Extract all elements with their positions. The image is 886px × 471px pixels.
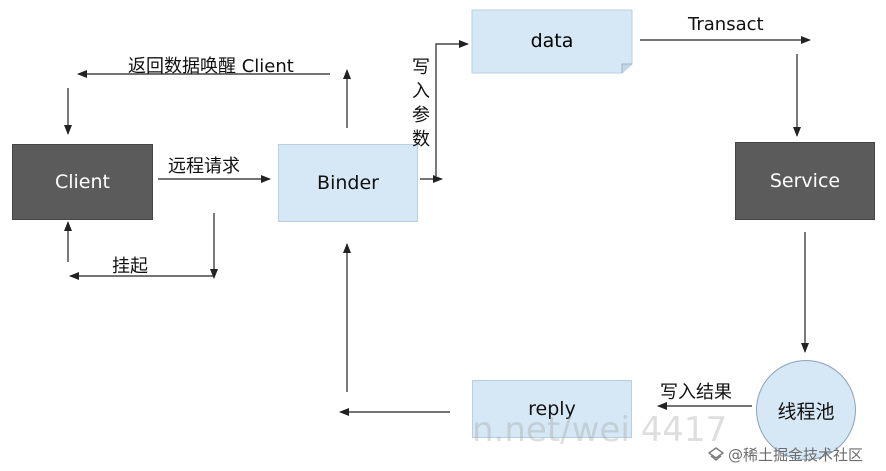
label-return-wake: 返回数据唤醒 Client — [128, 56, 294, 77]
thread-pool-node: 线程池 — [756, 360, 856, 460]
service-label: Service — [769, 170, 841, 192]
juejin-logo-icon — [707, 446, 725, 463]
arrow-write-params — [435, 40, 469, 176]
label-suspend: 挂起 — [112, 256, 148, 277]
thread-pool-label: 线程池 — [777, 400, 835, 423]
client-node: Client — [12, 144, 153, 220]
label-write-result: 写入结果 — [660, 382, 732, 403]
client-label: Client — [54, 171, 110, 193]
data-label: data — [530, 30, 574, 52]
label-write-params: 写入参数 — [412, 57, 430, 150]
binder-label: Binder — [317, 172, 379, 194]
service-node: Service — [735, 142, 875, 220]
data-document-fold — [621, 63, 632, 73]
label-transact: Transact — [688, 14, 764, 35]
binder-node: Binder — [278, 144, 418, 222]
label-remote-request: 远程请求 — [168, 156, 240, 177]
reply-label: reply — [528, 398, 576, 420]
reply-node: reply — [472, 380, 632, 438]
watermark-url: n.net/wei 4417 — [472, 410, 728, 450]
watermark-brand-text: @稀土掘金技术社区 — [728, 446, 864, 464]
watermark-brand: @稀土掘金技术社区 — [707, 444, 864, 465]
data-node: data — [472, 10, 632, 72]
